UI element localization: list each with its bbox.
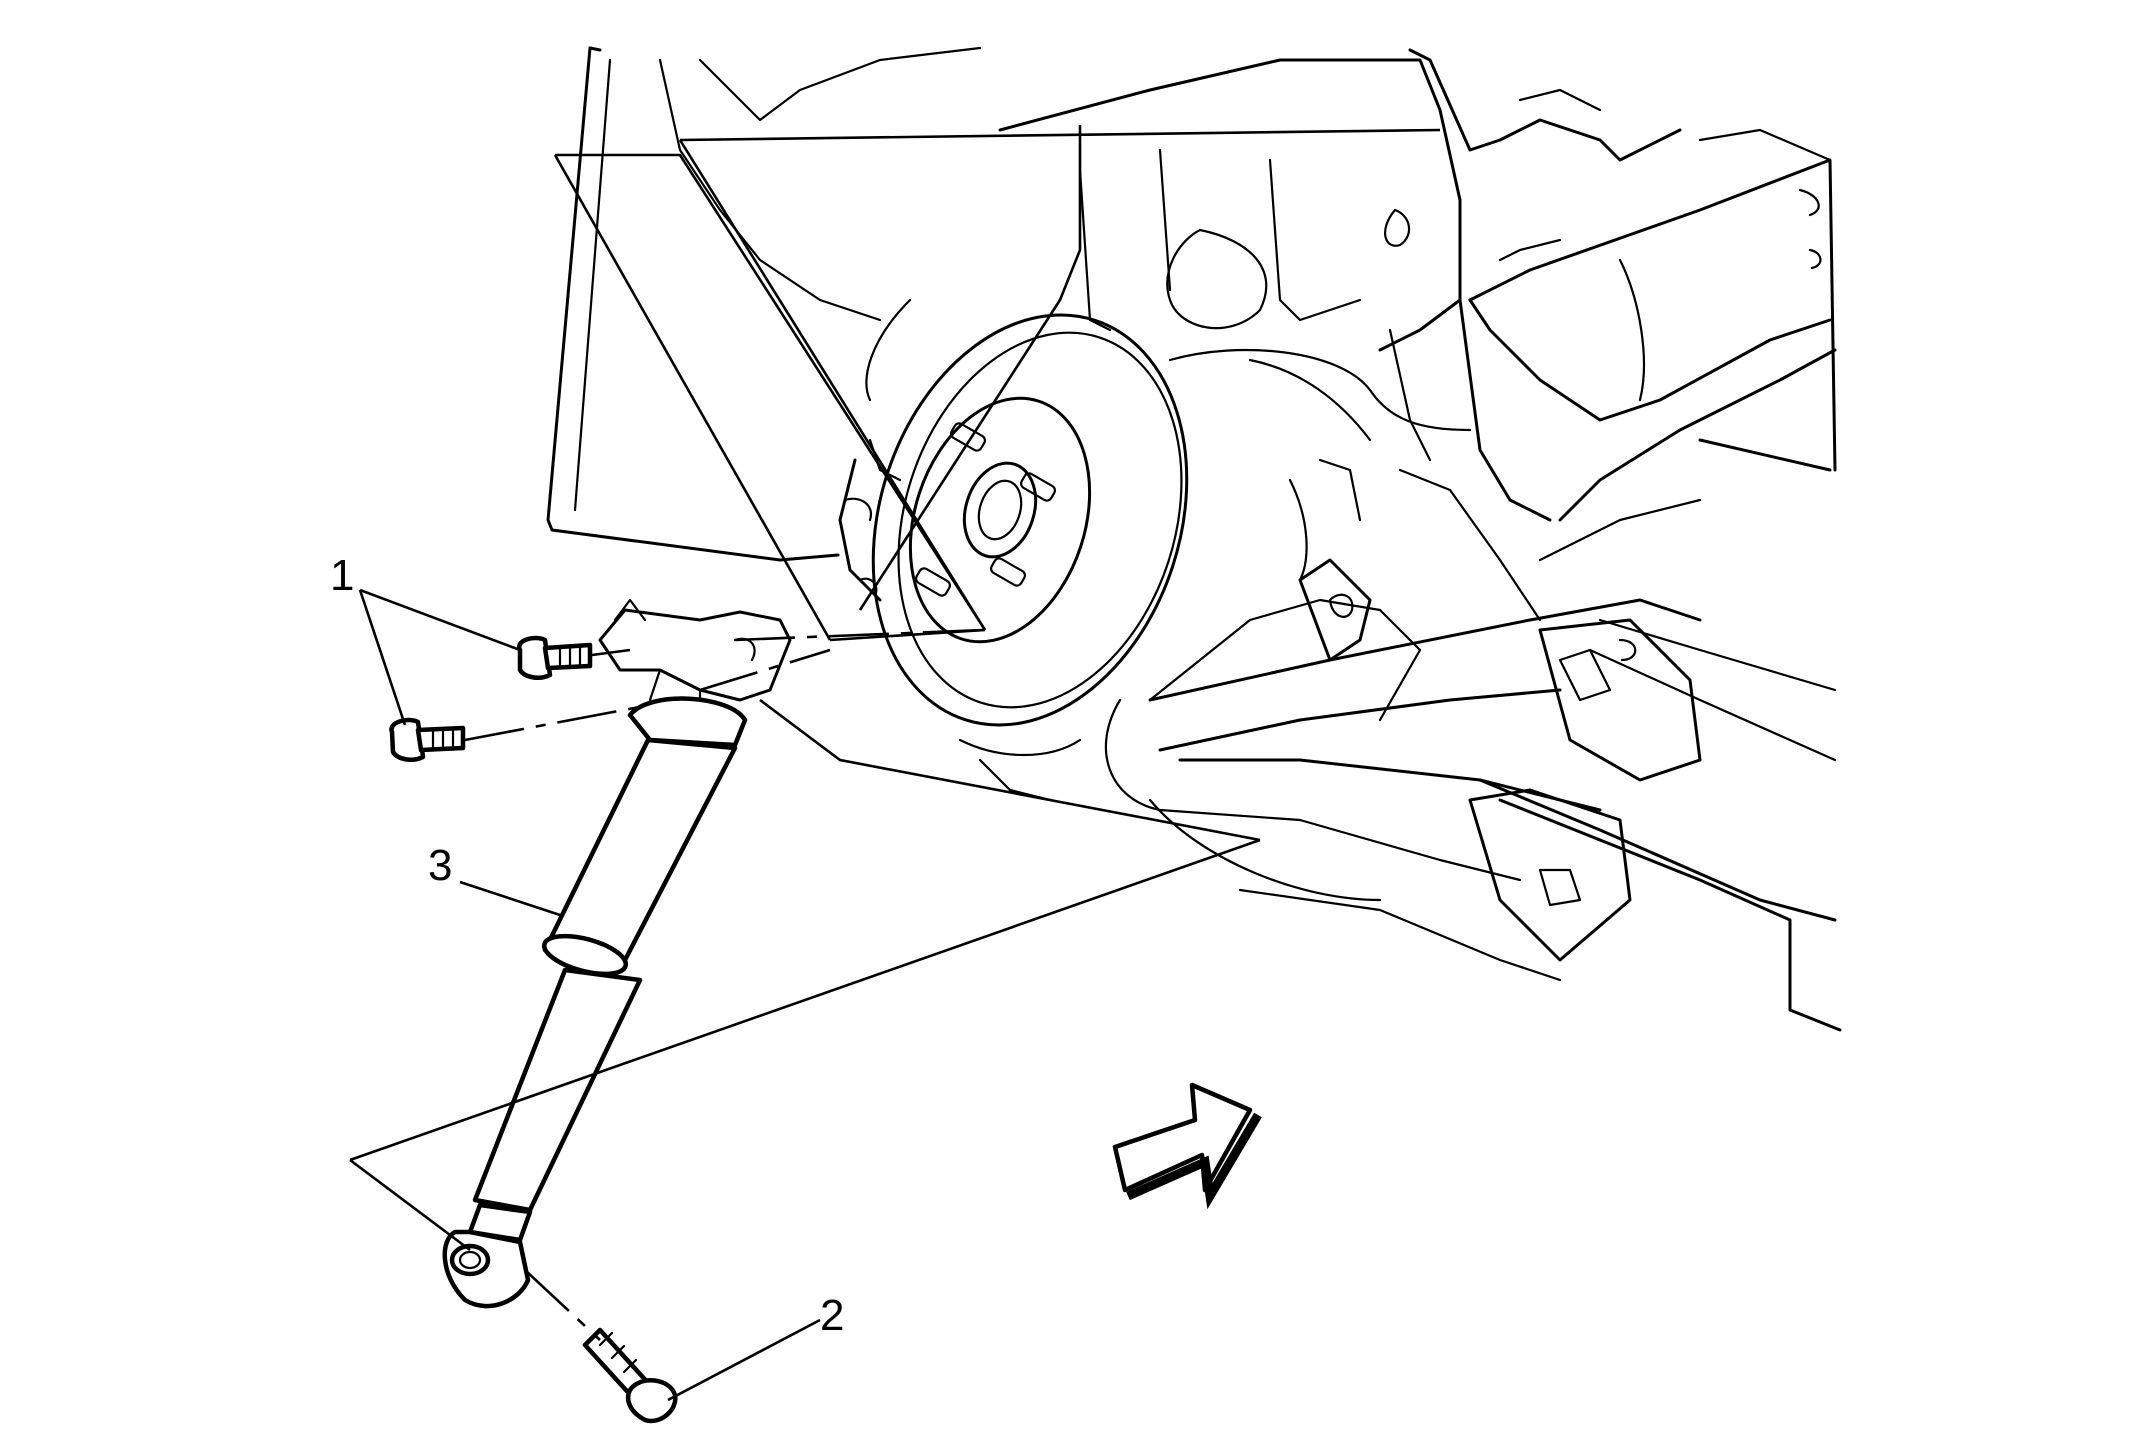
lower-mounting-bolt — [582, 1327, 678, 1424]
front-direction-arrow-icon — [1112, 1082, 1262, 1210]
rear-axle-trailing-arm — [1104, 458, 1702, 982]
upper-mounting-bolt-b — [389, 717, 466, 762]
rear-frame-rail — [1458, 158, 1842, 1032]
brake-line — [1168, 348, 1472, 432]
callout-leader-lines — [358, 588, 821, 1402]
upper-mounting-bolt-a — [517, 635, 593, 680]
shock-absorber — [442, 696, 748, 1309]
vehicle-body-structure — [546, 46, 1832, 562]
brake-rotor-hub — [838, 313, 1189, 802]
callout-2-label: 2 — [820, 1291, 844, 1340]
callout-3-label: 3 — [428, 841, 452, 890]
callout-1-label: 1 — [330, 551, 354, 600]
view-reference-lines — [349, 125, 1441, 1252]
